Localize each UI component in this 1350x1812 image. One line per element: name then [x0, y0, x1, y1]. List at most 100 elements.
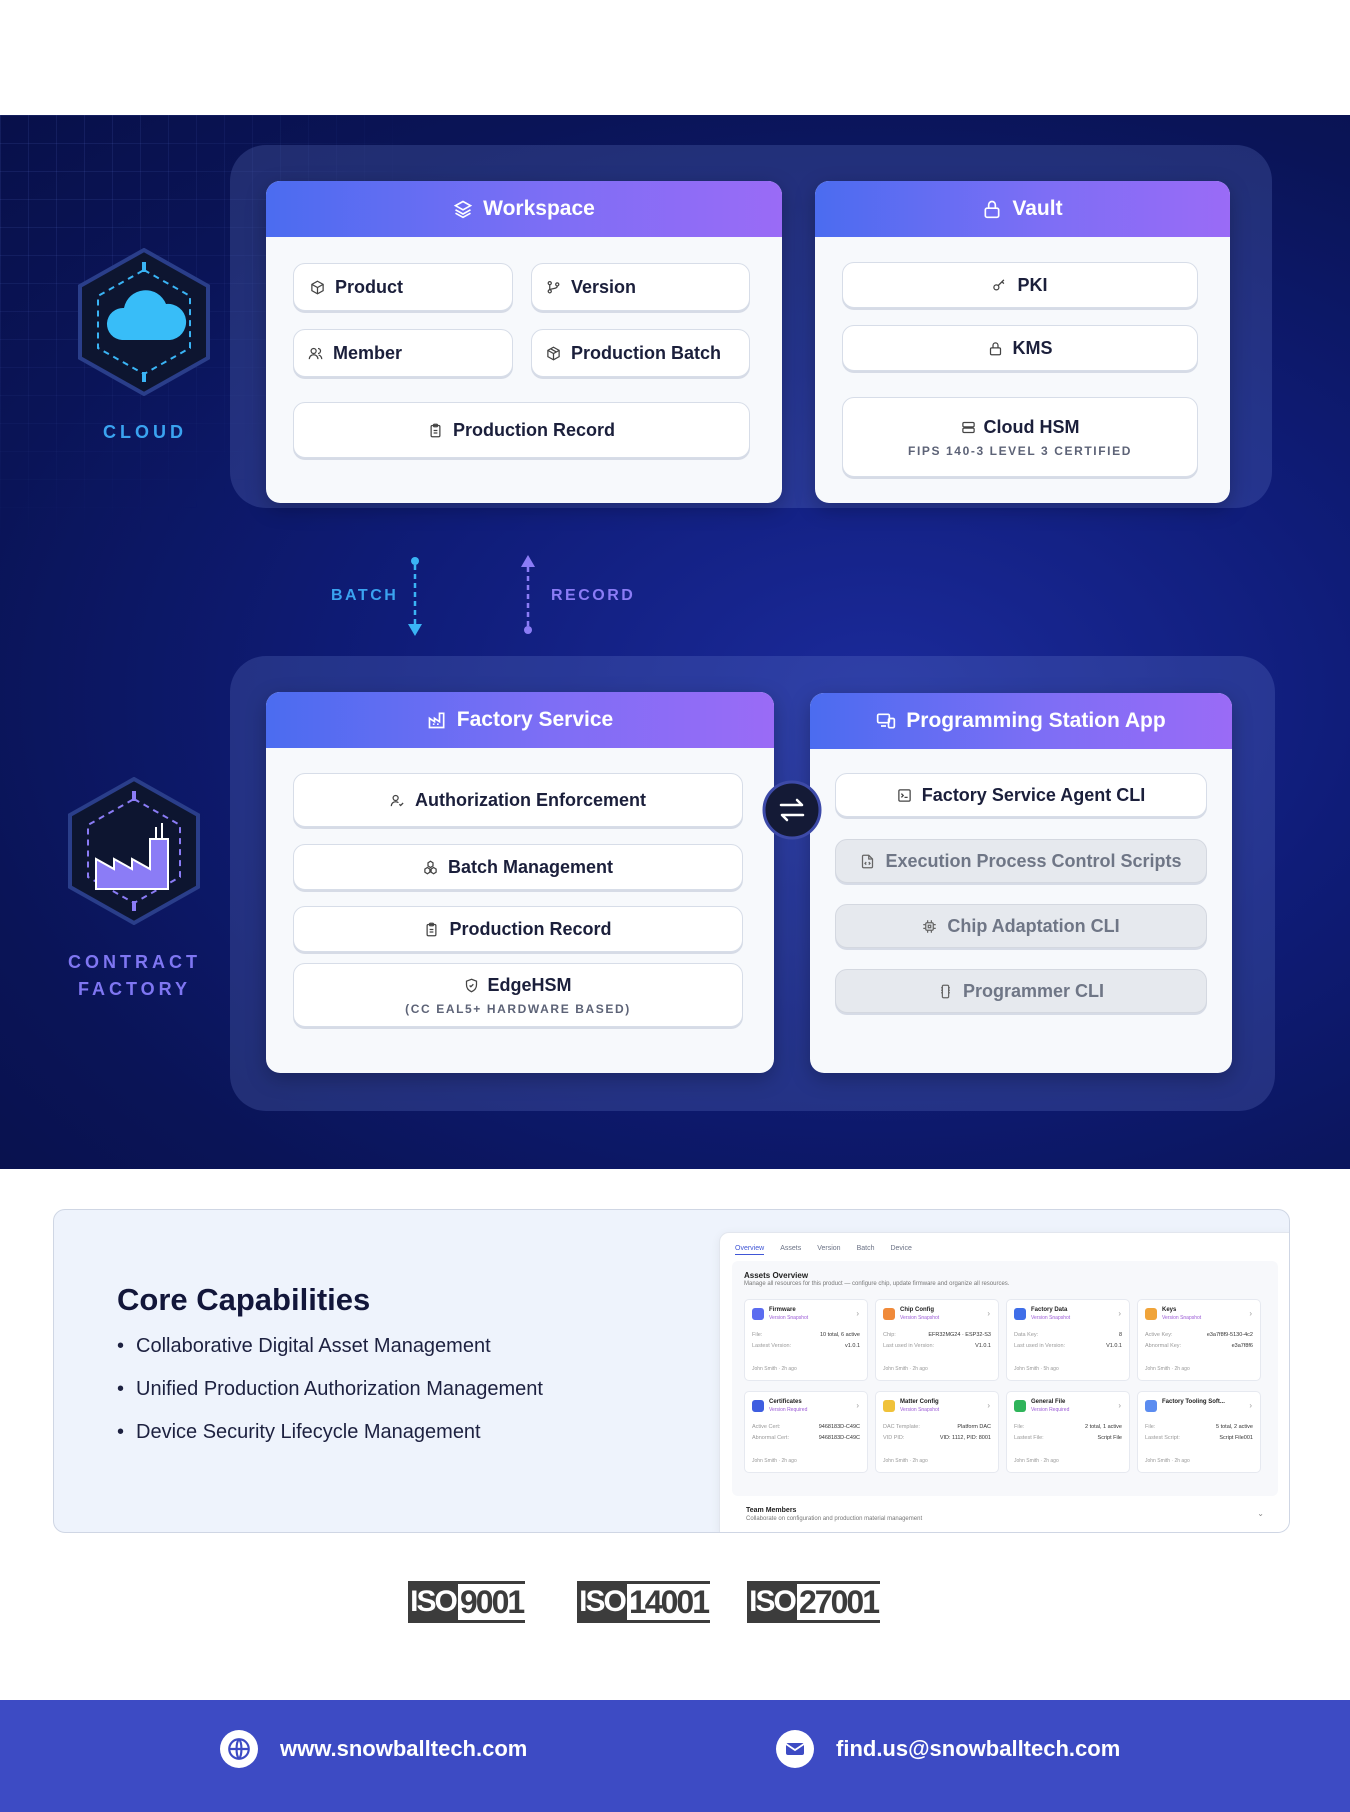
asset-updated-by: John Smith · 2h ago	[1145, 1366, 1190, 1372]
asset-field-value: e3a7f8f9-5130-4c2	[1206, 1332, 1253, 1338]
package-icon	[547, 346, 560, 360]
batch-label: BATCH	[331, 587, 399, 604]
asset-card[interactable]: Factory Tooling Soft...›File:5 total, 2 …	[1137, 1391, 1261, 1473]
asset-name: Factory Tooling Soft...	[1162, 1399, 1225, 1405]
tab-assets[interactable]: Assets	[780, 1245, 802, 1252]
chevron-right-icon[interactable]: ›	[1118, 1309, 1121, 1318]
cloud-hsm-label: Cloud HSM	[983, 416, 1080, 437]
asset-updated-by: John Smith · 2h ago	[752, 1458, 797, 1464]
cloud-hsm-row: Cloud HSM	[961, 417, 1080, 438]
capabilities-list: Collaborative Digital Asset Management U…	[117, 1335, 543, 1464]
assets-overview-title: Assets Overview	[744, 1271, 809, 1280]
batch-management-pill[interactable]: Batch Management	[293, 844, 743, 890]
cloud-hsm-pill[interactable]: Cloud HSM FIPS 140-3 LEVEL 3 CERTIFIED	[842, 397, 1198, 477]
asset-field-label: Abnormal Cert:	[752, 1435, 789, 1441]
factory-service-title: Factory Service	[456, 708, 614, 731]
tab-batch[interactable]: Batch	[856, 1245, 875, 1252]
asset-field-label: Active Cert:	[752, 1424, 781, 1430]
batch-management-label: Batch Management	[447, 856, 614, 877]
chip-adaptation-pill[interactable]: Chip Adaptation CLI	[835, 904, 1207, 948]
asset-icon	[1014, 1308, 1026, 1320]
chip-adaptation-label: Chip Adaptation CLI	[947, 915, 1120, 936]
execution-scripts-pill[interactable]: Execution Process Control Scripts	[835, 839, 1207, 883]
iso-9001-badge: ISO 9001	[408, 1581, 525, 1623]
capabilities-panel: Core Capabilities Collaborative Digital …	[53, 1209, 1290, 1533]
capability-item: Unified Production Authorization Managem…	[117, 1378, 543, 1401]
iso-number: 14001	[627, 1581, 710, 1623]
factory-production-record-pill[interactable]: Production Record	[293, 906, 743, 952]
tab-overview[interactable]: Overview	[735, 1245, 765, 1255]
asset-field-value: 10 total, 6 active	[819, 1332, 860, 1338]
factory-service-header: Factory Service	[266, 692, 774, 748]
asset-updated-by: John Smith · 2h ago	[883, 1458, 928, 1464]
screenshot-tabs: Overview Assets Version Batch Device	[735, 1245, 912, 1255]
asset-field-label: Lastest Script:	[1145, 1435, 1180, 1441]
asset-field-value: V1.0.1	[1106, 1343, 1122, 1349]
asset-name: Certificates	[769, 1399, 802, 1405]
production-record-pill[interactable]: Production Record	[293, 402, 750, 458]
chevron-right-icon[interactable]: ›	[1118, 1401, 1121, 1410]
website-text: www.snowballtech.com	[280, 1736, 528, 1761]
product-pill[interactable]: Product	[293, 263, 513, 311]
asset-updated-by: John Smith · 2h ago	[752, 1366, 797, 1372]
vault-header: Vault	[815, 181, 1230, 237]
asset-field-value: V1.0.1	[975, 1343, 991, 1349]
chevron-down-icon[interactable]: ⌄	[1257, 1509, 1264, 1518]
asset-field-value: Platform DAC	[957, 1424, 991, 1430]
tab-device[interactable]: Device	[890, 1245, 912, 1252]
capability-item: Device Security Lifecycle Management	[117, 1421, 543, 1444]
website-link[interactable]: www.snowballtech.com	[220, 1730, 527, 1768]
asset-name: Firmware	[769, 1307, 796, 1313]
asset-updated-by: John Smith · 5h ago	[1014, 1366, 1059, 1372]
chevron-right-icon[interactable]: ›	[1249, 1309, 1252, 1318]
server-icon	[961, 421, 975, 433]
chevron-right-icon[interactable]: ›	[856, 1309, 859, 1318]
asset-field-label: Last used in Version:	[1014, 1343, 1066, 1349]
asset-field-label: Last used in Version:	[883, 1343, 935, 1349]
asset-icon	[883, 1308, 895, 1320]
contract-factory-label: CONTRACT FACTORY	[52, 949, 217, 1003]
asset-icon	[752, 1400, 764, 1412]
kms-pill[interactable]: KMS	[842, 325, 1198, 371]
workspace-title: Workspace	[483, 197, 595, 220]
chevron-right-icon[interactable]: ›	[987, 1401, 990, 1410]
version-label: Version	[571, 276, 637, 297]
shield-check-icon	[466, 978, 478, 992]
asset-updated-by: John Smith · 2h ago	[1014, 1458, 1059, 1464]
assets-overview-panel: Assets Overview Manage all resources for…	[732, 1261, 1278, 1496]
clipboard-icon	[430, 423, 441, 437]
version-pill[interactable]: Version	[531, 263, 750, 311]
lock-small-icon	[989, 341, 1001, 355]
production-batch-pill[interactable]: Production Batch	[531, 329, 750, 377]
member-pill[interactable]: Member	[293, 329, 513, 377]
factory-production-record-label: Production Record	[449, 918, 612, 939]
asset-field-label: VID PID:	[883, 1435, 905, 1441]
device-icon	[941, 984, 950, 998]
workspace-header: Workspace	[266, 181, 782, 237]
edgehsm-pill[interactable]: EdgeHSM (CC EAL5+ HARDWARE BASED)	[293, 963, 743, 1027]
tab-version[interactable]: Version	[817, 1245, 841, 1252]
file-code-icon	[862, 854, 874, 868]
asset-tag: Version Snapshot	[900, 1315, 940, 1321]
iso-number: 9001	[458, 1581, 525, 1623]
factory-icon	[428, 712, 445, 729]
chevron-right-icon[interactable]: ›	[1249, 1401, 1252, 1410]
chevron-right-icon[interactable]: ›	[856, 1401, 859, 1410]
programmer-cli-pill[interactable]: Programmer CLI	[835, 969, 1207, 1013]
layers-icon	[453, 200, 473, 219]
chevron-right-icon[interactable]: ›	[987, 1309, 990, 1318]
pki-pill[interactable]: PKI	[842, 262, 1198, 308]
email-link[interactable]: find.us@snowballtech.com	[776, 1730, 1120, 1768]
asset-field-value: 8	[1118, 1332, 1122, 1338]
asset-field-value: v1.0.1	[845, 1343, 860, 1349]
authorization-enforcement-pill[interactable]: Authorization Enforcement	[293, 773, 743, 827]
factory-service-agent-pill[interactable]: Factory Service Agent CLI	[835, 773, 1207, 817]
